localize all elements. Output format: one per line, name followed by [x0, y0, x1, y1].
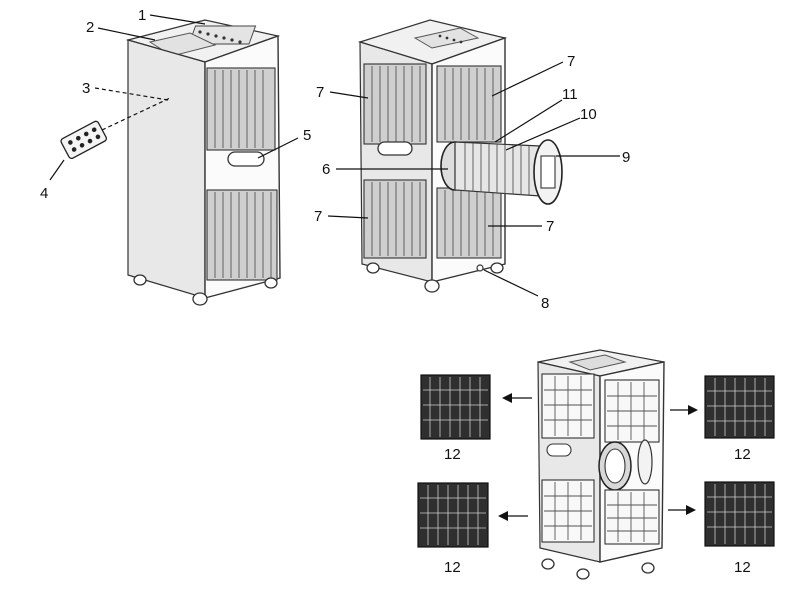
callout-1: 1	[138, 7, 146, 24]
filter-lower-left	[417, 482, 489, 548]
front-upper-grille-slats	[214, 70, 264, 148]
front-lower-grille-slats	[214, 192, 272, 278]
callout-12-lower-left: 12	[444, 559, 461, 576]
callout-12-lower-right: 12	[734, 559, 751, 576]
front-view-unit	[125, 19, 281, 306]
callout-5: 5	[303, 127, 311, 144]
filter-lower-right	[704, 481, 775, 547]
callout-2: 2	[86, 19, 94, 36]
exhaust-hose	[440, 139, 563, 205]
filter-upper-left	[420, 374, 491, 440]
callout-4: 4	[40, 185, 48, 202]
callout-11: 11	[562, 86, 578, 103]
callout-9: 9	[622, 149, 630, 166]
callout-7-upper-left: 7	[316, 84, 324, 101]
remote-control	[60, 120, 108, 160]
remote-signal-line	[101, 97, 171, 131]
callout-3: 3	[82, 80, 90, 97]
callout-7-lower-left: 7	[314, 208, 322, 225]
callout-12-upper-right: 12	[734, 446, 751, 463]
callout-7-upper-right: 7	[567, 53, 575, 70]
filter-upper-right	[704, 375, 775, 439]
callout-8: 8	[541, 295, 549, 312]
filter-removal-arrows	[498, 393, 698, 521]
callout-7-lower-right: 7	[546, 218, 554, 235]
callout-10: 10	[580, 106, 597, 123]
callout-12-upper-left: 12	[444, 446, 461, 463]
filter-view-unit	[537, 349, 665, 580]
callout-6: 6	[322, 161, 330, 178]
